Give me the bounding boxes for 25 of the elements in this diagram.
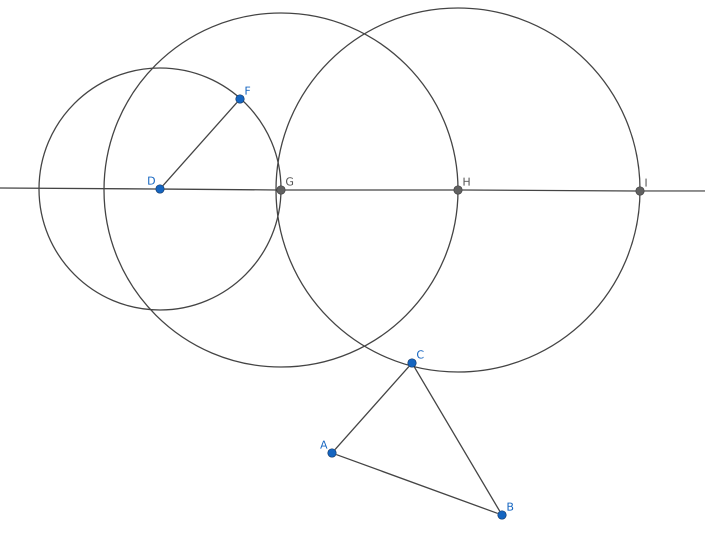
point: F	[235, 86, 250, 104]
line-segment	[462, 189, 636, 192]
point: A	[320, 440, 337, 458]
line-segment	[644, 190, 705, 192]
line-segment	[162, 102, 238, 186]
line-segment	[164, 188, 276, 191]
node-label: G	[286, 177, 294, 186]
line-segment	[0, 187, 156, 190]
node-label: F	[246, 86, 250, 95]
node-label: C	[417, 350, 424, 359]
line-segment	[414, 366, 500, 512]
node-label: I	[646, 178, 647, 187]
point: B	[497, 502, 514, 520]
point: D	[148, 176, 165, 194]
node-label: B	[508, 502, 514, 511]
point: H	[453, 178, 470, 195]
line-segment	[334, 366, 410, 450]
node-label: A	[320, 440, 328, 449]
node-label: H	[464, 178, 470, 186]
line-segment	[336, 454, 498, 514]
point: I	[635, 178, 647, 196]
point: C	[407, 350, 424, 368]
node-label: D	[148, 176, 155, 185]
line-segment	[286, 189, 454, 191]
point: G	[276, 177, 294, 195]
